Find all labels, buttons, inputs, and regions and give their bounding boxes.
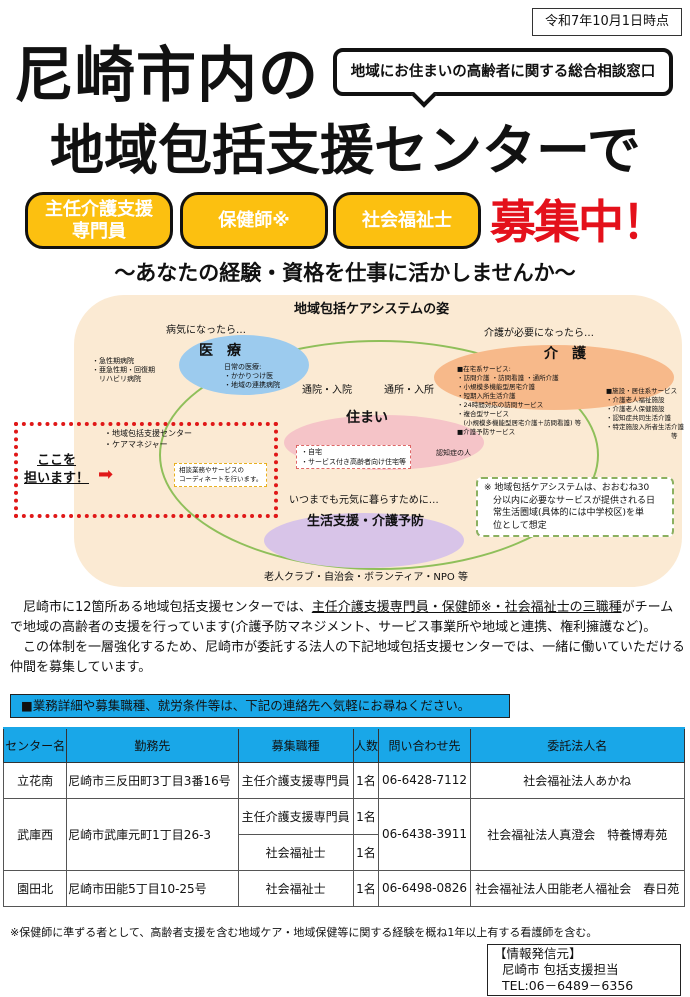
cell-phone: 06-6428-7112	[378, 761, 471, 799]
cycle-ring	[159, 340, 599, 570]
cell-count: 1名	[352, 761, 380, 799]
cell-count: 1名	[352, 797, 380, 835]
cell-count: 1名	[352, 869, 380, 907]
contact-banner: ■業務詳細や募集職種、就労条件等は、下記の連絡先へ気軽にお尋ねください。	[10, 694, 510, 718]
facility-services: ■施設・居住系サービス ・介護老人福祉施設 ・介護老人保健施設 ・認知症共同生活…	[606, 387, 684, 440]
cell-address: 尼崎市武庫元町1丁目26-3	[66, 797, 239, 871]
speech-bubble: 地域にお住まいの高齢者に関する総合相談窓口	[333, 48, 673, 96]
table-row: 武庫西 尼崎市武庫元町1丁目26-3 主任介護支援専門員 1名 06-6438-…	[2, 797, 686, 871]
dementia-label: 認知症の人	[436, 449, 471, 457]
cell-corp: 社会福祉法人田能老人福祉会 春日苑	[469, 869, 686, 907]
header-address: 勤務先	[66, 727, 239, 763]
care-heading: 介 護	[544, 346, 586, 362]
cell-job: 社会福祉士	[237, 869, 354, 907]
table-header: センター名 勤務先 募集職種 人数 問い合わせ先 委託法人名	[2, 727, 686, 763]
para1-text-cont: がチームで地域の高齢者の支援を行っています(介護予防マネジメント、サービス事業所…	[10, 600, 674, 635]
header-center: センター名	[2, 727, 68, 763]
title-line1: 尼崎市内の	[14, 41, 319, 111]
para1-text: 尼崎市に12箇所ある地域包括支援センターでは、	[23, 600, 312, 615]
info-title: 【情報発信元】	[494, 946, 582, 961]
arrow-label-hospital: 通院・入院	[302, 385, 352, 396]
center-note: 相談業務やサービスの コーディネートを行います。	[174, 463, 268, 487]
medical-heading: 医 療	[199, 343, 241, 359]
info-source-box: 【情報発信元】 尼崎市 包括支援担当 TEL:06－6489－6356	[487, 944, 681, 996]
recruiting-heading: 募集中！	[490, 195, 668, 249]
community-label: 老人クラブ・自治会・ボランティア・NPO 等	[264, 572, 468, 583]
header-count: 人数	[352, 727, 380, 763]
table-row: 園田北 尼崎市田能5丁目10-25号 社会福祉士 1名 06-6498-0826…	[2, 869, 686, 907]
subtitle: ～あなたの経験・資格を仕事に活かしませんか～	[114, 261, 576, 285]
center-label: ・地域包括支援センター ・ケアマネジャー	[104, 429, 192, 449]
cell-phone: 06-6498-0826	[378, 869, 471, 907]
life-lead: いつまでも元気に暮らすために…	[289, 495, 439, 506]
here-label: ここを 担います！	[24, 453, 90, 486]
position-pill-social-worker: 社会福祉士	[333, 192, 481, 249]
date-label: 令和7年10月1日時点	[532, 8, 682, 36]
medical-lead: 病気になったら…	[166, 325, 246, 336]
cell-job: 社会福祉士	[237, 833, 354, 871]
care-lead: 介護が必要になったら…	[484, 328, 594, 339]
cell-job: 主任介護支援専門員	[237, 797, 354, 835]
diagram-footnote: ※ 地域包括ケアシステムは、おおむね30 分以内に必要なサービスが提供される日 …	[476, 477, 674, 537]
cell-phone: 06-6438-3911	[378, 797, 471, 871]
medical-ellipse	[179, 335, 309, 395]
cell-corp: 社会福祉法人あかね	[469, 761, 686, 799]
header-job: 募集職種	[237, 727, 354, 763]
para1-underline: 主任介護支援専門員・保健師※・社会福祉士の三職種	[311, 600, 622, 615]
home-heading: 住まい	[346, 410, 388, 426]
info-dept: 尼崎市 包括支援担当	[502, 962, 619, 977]
highlight-box	[14, 422, 278, 518]
recruitment-table: センター名 勤務先 募集職種 人数 問い合わせ先 委託法人名 立花南 尼崎市三反…	[2, 727, 686, 907]
life-ellipse	[264, 513, 464, 568]
life-heading: 生活支援・介護予防	[307, 514, 425, 529]
title-line2: 地域包括支援センターで	[50, 119, 641, 182]
care-ellipse	[434, 345, 674, 410]
cell-center: 立花南	[2, 761, 68, 799]
arrow-right-icon: ➡	[98, 464, 114, 485]
table-row: 社会福祉士 1名	[4, 833, 685, 871]
medical-hospitals: ・急性期病院 ・亜急性期・回復期 リハビリ病院	[92, 357, 155, 383]
nurse-note: ※保健師に準ずる者として、高齢者支援を含む地域ケア・地域保健等に関する経験を概ね…	[10, 926, 598, 939]
cell-address: 尼崎市田能5丁目10-25号	[66, 869, 239, 907]
cell-job: 主任介護支援専門員	[237, 761, 354, 799]
medical-daily: 日常の医療: ・かかりつけ医 ・地域の連携病院	[224, 363, 280, 389]
care-system-diagram: 地域包括ケアシステムの姿 病気になったら… 医 療 ・急性期病院 ・亜急性期・回…	[74, 295, 684, 587]
cell-center: 武庫西	[2, 797, 68, 871]
cell-count: 1名	[352, 833, 380, 871]
cell-address: 尼崎市三反田町3丁目3番16号	[66, 761, 239, 799]
para2-text: この体制を一層強化するため、尼崎市が委託する法人の下記地域包括支援センターでは、…	[10, 640, 685, 675]
cell-center: 園田北	[2, 869, 68, 907]
description: 尼崎市に12箇所ある地域包括支援センターでは、主任介護支援専門員・保健師※・社会…	[10, 598, 685, 678]
home-items: ・自宅 ・サービス付き高齢者向け住宅等	[296, 445, 411, 469]
cell-corp: 社会福祉法人真澄会 特養博寿苑	[469, 797, 686, 871]
position-pill-care-manager: 主任介護支援 専門員	[25, 192, 173, 249]
position-pill-nurse: 保健師※	[180, 192, 328, 249]
arrow-label-facility: 通所・入所	[384, 385, 434, 396]
header-phone: 問い合わせ先	[378, 727, 471, 763]
diagram-title: 地域包括ケアシステムの姿	[294, 302, 450, 317]
header-corp: 委託法人名	[469, 727, 686, 763]
table-row: 立花南 尼崎市三反田町3丁目3番16号 主任介護支援専門員 1名 06-6428…	[2, 761, 686, 799]
info-tel: TEL:06－6489－6356	[502, 978, 634, 993]
home-services: ■在宅系サービス: ・訪問介護 ・訪問看護 ・通所介護 ・小規模多機能型居宅介護…	[457, 365, 582, 436]
